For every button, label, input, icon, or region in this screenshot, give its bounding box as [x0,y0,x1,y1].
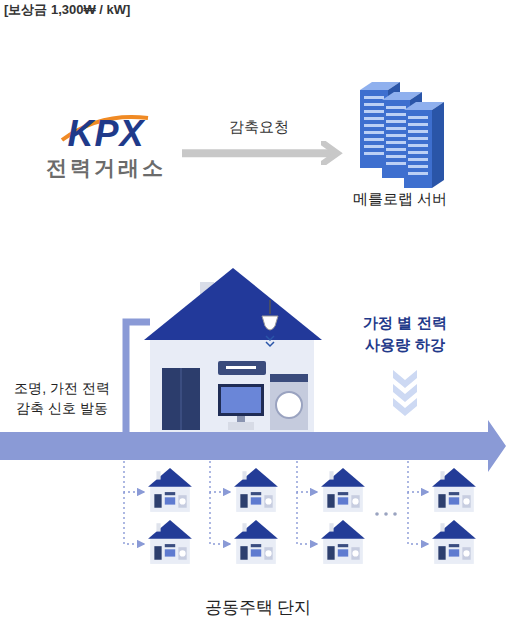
rack-slot [408,158,428,161]
house-illustration [144,268,322,440]
rack-slot [364,145,384,148]
node-text: KPX [46,112,166,155]
rack-slot [386,141,406,144]
rack-slot [408,123,428,126]
rack-slot [386,155,406,158]
server-node: 메를로랩 서버 [345,78,455,210]
rack-slot [364,124,384,127]
rack-slot [386,127,406,130]
ellipsis-dots [375,512,397,516]
rack-slot [364,138,384,141]
server-icon [360,82,444,188]
rack-slot [386,148,406,151]
rack-slot [408,144,428,147]
rack-slot [386,113,406,116]
rack-slot [408,130,428,133]
logo-node: KPX전력거래소 [40,110,172,184]
rack-slot [364,96,384,99]
request-arrow [182,149,335,157]
rack-slot [408,137,428,140]
rack-slot [364,103,384,106]
rack-slot [408,165,428,168]
complex-houses [148,468,476,564]
down-chevrons [393,370,417,416]
rack-slot [386,162,406,165]
rack-slot [386,120,406,123]
rack-slot [408,172,428,175]
rack-slot [364,110,384,113]
rack-slot [386,134,406,137]
node-text: 전력거래소 [46,155,166,180]
signal-label: 조명, 가전 전력 감축 신호 발동 [6,378,118,419]
edge-label: 감축요청 [229,118,289,137]
rack-slot [364,152,384,155]
rack-slot [408,151,428,154]
rack-slot [364,131,384,134]
node-text: 메를로랩 서버 [349,190,451,208]
rack-slot [408,116,428,119]
rack-slot [364,117,384,120]
signal-band [0,420,506,472]
rack-slot [386,106,406,109]
signal-bracket [126,322,150,440]
reward-note: [보상금 1,300₩ / kW] [4,2,130,18]
usage-label: 가정 별 전력 사용량 하강 [343,312,467,356]
caption: 공동주택 단지 [0,596,516,619]
